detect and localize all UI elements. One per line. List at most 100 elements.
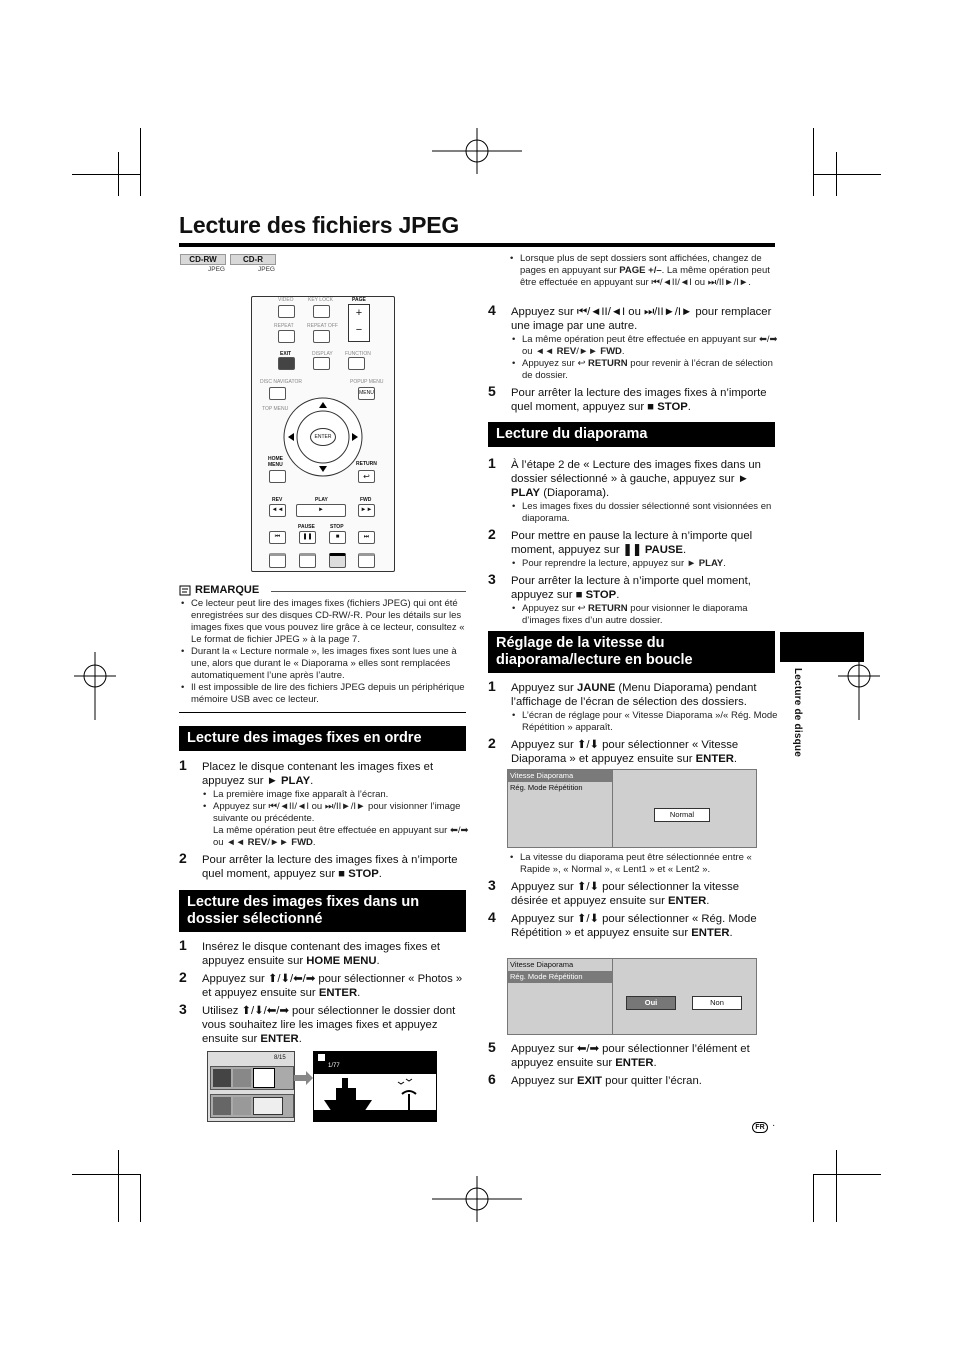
menu-item-vitesse[interactable]: Vitesse Diaporama: [508, 770, 612, 782]
video-button: [278, 305, 295, 318]
red-button: [299, 553, 316, 568]
section-heading-vitesse: Réglage de la vitesse du diaporama/lectu…: [488, 631, 775, 673]
next-button: ⏭: [358, 531, 375, 544]
speed-value-box[interactable]: Normal: [654, 808, 710, 822]
step-number: 4: [488, 909, 496, 925]
menu-item-repetition[interactable]: Rég. Mode Répétition: [508, 971, 612, 983]
step-number: 5: [488, 383, 496, 399]
photo-preview-screen: 1/77: [313, 1051, 437, 1122]
step-text: Appuyez sur JAUNE (Menu Diaporama) penda…: [511, 682, 757, 708]
page-bullet: Lorsque plus de sept dossiers sont affic…: [508, 253, 778, 289]
thumb-row: [210, 1094, 294, 1118]
step-text: Placez le disque contenant les images fi…: [202, 761, 434, 787]
note-list: Ce lecteur peut lire des images fixes (f…: [179, 598, 469, 706]
remote-label-return: RETURN: [356, 461, 377, 467]
remote-label-repeat-off: REPEAT OFF: [307, 323, 338, 329]
exit-button: [278, 357, 295, 370]
step-text: Appuyez sur ⬆/⬇ pour sélectionner « Rég.…: [511, 913, 757, 939]
repeat-button: [278, 330, 295, 343]
section-heading-diaporama: Lecture du diaporama: [488, 422, 775, 447]
step-notes: Appuyez sur ↩ RETURN pour visionner le d…: [511, 603, 778, 627]
page-title: Lecture des fichiers JPEG: [179, 212, 460, 238]
menu-item-vitesse[interactable]: Vitesse Diaporama: [510, 960, 574, 969]
keylock-button: [313, 305, 330, 318]
side-tab: [780, 632, 864, 662]
side-tab-label: Lecture de disque: [792, 668, 803, 757]
function-button: [348, 357, 365, 370]
remote-label-fwd: FWD: [360, 497, 372, 503]
repeat-off-button: [313, 330, 330, 343]
step-notes: La même opération peut être effectuée en…: [511, 334, 778, 382]
settings-menu: Vitesse Diaporama Rég. Mode Répétition: [508, 770, 613, 847]
note-icon: [179, 585, 191, 595]
step-text: Pour arrêter la lecture à n’importe quel…: [511, 575, 751, 601]
play-button: ►: [296, 504, 346, 517]
remote-label-top-menu: TOP MENU: [262, 406, 289, 412]
step-notes: L’écran de réglage pour « Vitesse Diapor…: [511, 710, 778, 734]
thumb-row: [210, 1066, 294, 1090]
registration-mark-left: [74, 652, 116, 720]
ship-photo: [314, 1078, 436, 1122]
page-rocker: +−: [348, 304, 370, 342]
home-menu-button: [269, 470, 286, 483]
step-number: 2: [179, 969, 187, 985]
step-note: Appuyez sur ↩ RETURN pour visionner le d…: [511, 603, 778, 627]
step-number: 5: [488, 1039, 496, 1055]
prev-button: ⏮: [269, 531, 286, 544]
option-oui[interactable]: Oui: [626, 996, 676, 1010]
step-note: Appuyez sur ⏮/◄II/◄I ou ⏭/II►/I► pour vi…: [202, 801, 469, 849]
step-4: 4 Appuyez sur ⬆/⬇ pour sélectionner « Rég…: [488, 909, 778, 940]
menu-item-repetition[interactable]: Rég. Mode Répétition: [510, 783, 583, 792]
section-heading-ordre: Lecture des images fixes en ordre: [179, 726, 466, 751]
disc-badge-cdrw: CD-RW: [180, 254, 226, 265]
disc-badge-cdrw-sub: JPEG: [208, 266, 225, 273]
page-bullet-list: Lorsque plus de sept dossiers sont affic…: [508, 253, 778, 289]
remote-label-home-menu: HOME MENU: [268, 456, 283, 468]
disc-badge-cdr-sub: JPEG: [258, 266, 275, 273]
remote-label-pause: PAUSE: [298, 524, 315, 530]
remote-illustration: VIDEO KEY LOCK PAGE +− REPEAT REPEAT OFF…: [251, 296, 395, 572]
section1-steps: 1 Placez le disque contenant les images f…: [179, 757, 469, 885]
option-non[interactable]: Non: [692, 996, 742, 1010]
step-number: 3: [179, 1001, 187, 1017]
step-text: Pour mettre en pause la lecture à n’impo…: [511, 530, 753, 556]
disc-badge-cdr: CD-R: [230, 254, 276, 265]
photo-counter: 1/77: [328, 1063, 340, 1069]
remote-label-rev: REV: [272, 497, 283, 503]
step-number: 1: [179, 757, 187, 773]
folder-thumbnail-screen: 8/15: [207, 1051, 295, 1122]
remote-label-video: VIDEO: [278, 297, 294, 303]
stop-button: ■: [329, 531, 346, 544]
page-dot: ·: [772, 1120, 776, 1131]
title-rule: [179, 243, 775, 247]
remote-label-exit: EXIT: [280, 351, 292, 357]
arrow-right-icon: [294, 1071, 313, 1085]
fwd-button: ►►: [358, 504, 375, 517]
top-menu-button: [269, 387, 286, 400]
step-notes: Pour reprendre la lecture, appuyez sur ►…: [511, 558, 778, 570]
remote-label-disc-navigator: DISC NAVIGATOR: [260, 379, 302, 385]
step-1: 1 Placez le disque contenant les images f…: [179, 757, 469, 849]
note-item: Il est impossible de lire des fichiers J…: [179, 682, 469, 706]
pause-indicator-icon: [318, 1054, 325, 1061]
settings-menu: Vitesse Diaporama Rég. Mode Répétition: [508, 959, 613, 1034]
step-number: 2: [179, 850, 187, 866]
pause-button: ❚❚: [299, 531, 316, 544]
step-text: Appuyez sur ⏮/◄II/◄I ou ⏭/II►/I► pour re…: [511, 306, 772, 332]
menu-button: MENU: [358, 387, 375, 400]
step-number: 1: [488, 678, 496, 694]
step-text: Appuyez sur ⬆/⬇ pour sélectionner la vit…: [511, 881, 740, 907]
note-item: Durant la « Lecture normale », les image…: [179, 646, 469, 682]
blue-button: [269, 553, 286, 568]
yellow-button: [329, 553, 346, 568]
